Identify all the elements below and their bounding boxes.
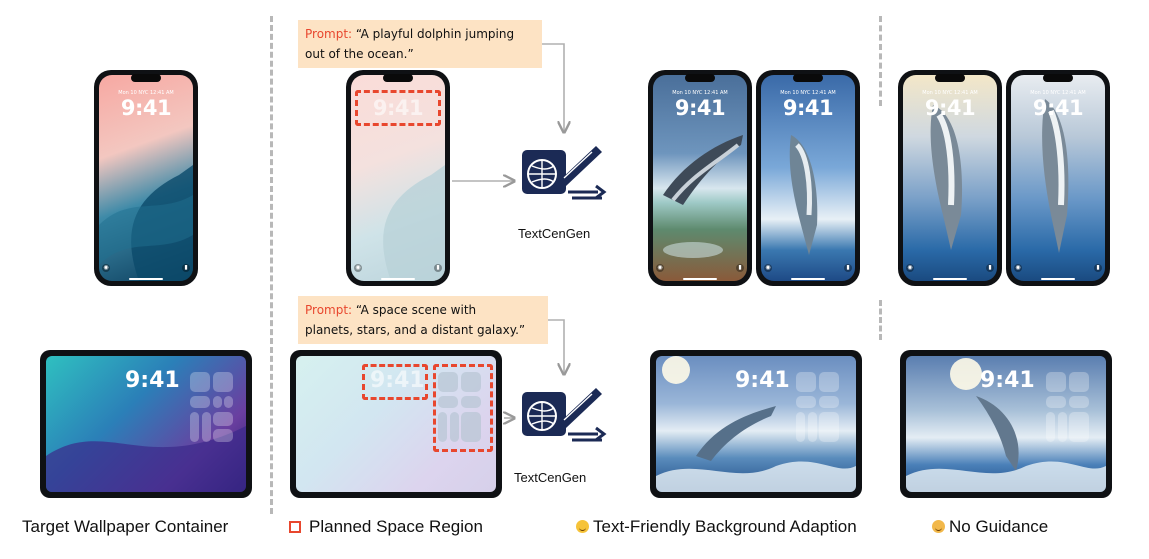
legend-planned-label: Planned Space Region	[309, 517, 483, 536]
logo-icon	[518, 382, 608, 458]
home-indicator	[683, 278, 717, 280]
dynamic-island	[1043, 74, 1073, 82]
noguide-phone-2: Mon 10 NYC 12:41 AM 9:41 ◉ ▮	[1006, 70, 1110, 286]
control-center	[1046, 372, 1090, 444]
legend-noguide-label: No Guidance	[949, 517, 1049, 536]
camera-icon: ◉	[906, 264, 914, 272]
control-center	[438, 372, 482, 444]
planned-tablet: 9:41	[290, 350, 502, 498]
target-phone: Mon 10 NYC 12:41 AM 9:41 ◉ ▮	[94, 70, 198, 286]
home-indicator	[1041, 278, 1075, 280]
friendly-phone-2: Mon 10 NYC 12:41 AM 9:41 ◉ ▮	[756, 70, 860, 286]
noguide-tablet: 9:41	[900, 350, 1112, 498]
friendly-phone-1: Mon 10 NYC 12:41 AM 9:41 ◉ ▮	[648, 70, 752, 286]
dynamic-island	[685, 74, 715, 82]
wallpaper-wave	[46, 426, 246, 492]
logo-icon	[518, 140, 608, 216]
legend-friendly: Text-Friendly Background Adaption	[576, 517, 857, 537]
tablet-time: 9:41	[735, 368, 790, 393]
lock-status: Mon 10 NYC 12:41 AM	[780, 90, 836, 96]
camera-icon: ◉	[1014, 264, 1022, 272]
camera-icon: ◉	[354, 264, 362, 272]
prompt-box-2: Prompt: “A space scene with planets, sta…	[298, 296, 548, 344]
planned-region-tablet-time	[362, 364, 428, 400]
control-center	[190, 372, 234, 444]
home-indicator	[791, 278, 825, 280]
tablet-time: 9:41	[980, 368, 1035, 393]
dynamic-island	[131, 74, 161, 82]
home-indicator	[933, 278, 967, 280]
lock-time: 9:41	[674, 96, 726, 120]
dolphin-image	[663, 135, 743, 258]
friendly-tablet: 9:41	[650, 350, 862, 498]
legend-noguide: No Guidance	[932, 517, 1048, 537]
planned-phone: 9:41 ◉ ▮	[346, 70, 450, 286]
dolphin-image	[789, 135, 818, 255]
prompt-text-line2: out of the ocean.”	[305, 47, 414, 61]
flashlight-icon: ▮	[986, 264, 994, 272]
wallpaper-wave	[383, 165, 445, 281]
dynamic-island	[793, 74, 823, 82]
dolphin-image	[930, 105, 963, 250]
legend-planned: Planned Space Region	[289, 517, 483, 537]
lock-time: 9:41	[1032, 96, 1084, 120]
lock-status: Mon 10 NYC 12:41 AM	[118, 90, 174, 96]
dolphin-image	[906, 358, 1106, 492]
camera-icon: ◉	[764, 264, 772, 272]
prompt-box-1: Prompt: “A playful dolphin jumping out o…	[298, 20, 542, 68]
lock-time: 9:41	[924, 96, 976, 120]
prompt-text-line1: “A playful dolphin jumping	[355, 27, 515, 41]
prompt-text-line1: “A space scene with	[355, 303, 477, 317]
column-divider-1	[270, 16, 273, 514]
lock-status: Mon 10 NYC 12:41 AM	[1030, 90, 1086, 96]
home-indicator	[381, 278, 415, 280]
target-tablet: 9:41	[40, 350, 252, 498]
method-label-2: TextCenGen	[514, 470, 587, 485]
lock-time: 9:41	[120, 96, 172, 120]
flashlight-icon: ▮	[1094, 264, 1102, 272]
flashlight-icon: ▮	[182, 264, 190, 272]
lock-status: Mon 10 NYC 12:41 AM	[672, 90, 728, 96]
prompt-keyword: Prompt:	[305, 303, 353, 317]
column-divider-2b	[879, 300, 882, 340]
column-divider-2	[879, 16, 882, 106]
home-indicator	[129, 278, 163, 280]
flashlight-icon: ▮	[736, 264, 744, 272]
noguide-phone-1: Mon 10 NYC 12:41 AM 9:41 ◉ ▮	[898, 70, 1002, 286]
camera-icon: ◉	[102, 264, 110, 272]
dolphin-image	[656, 356, 856, 492]
prompt-keyword: Prompt:	[305, 27, 353, 41]
dolphin-image	[1042, 99, 1069, 253]
camera-icon: ◉	[656, 264, 664, 272]
wallpaper-wave	[99, 165, 193, 281]
lock-time: 9:41	[372, 96, 424, 120]
tablet-time: 9:41	[125, 368, 180, 393]
lock-time: 9:41	[782, 96, 834, 120]
dynamic-island	[935, 74, 965, 82]
flashlight-icon: ▮	[434, 264, 442, 272]
dashed-square-icon	[289, 521, 301, 533]
prompt-text-line2: planets, stars, and a distant galaxy.”	[305, 323, 526, 337]
legend-friendly-label: Text-Friendly Background Adaption	[593, 517, 857, 536]
emoji-icon	[576, 520, 589, 533]
control-center	[796, 372, 840, 444]
lock-status: Mon 10 NYC 12:41 AM	[922, 90, 978, 96]
planned-region-phone-time	[355, 90, 441, 126]
legend-target: Target Wallpaper Container	[22, 517, 229, 536]
planned-region-control-center	[433, 364, 493, 452]
flashlight-icon: ▮	[844, 264, 852, 272]
tablet-time: 9:41	[370, 368, 425, 393]
dynamic-island	[383, 74, 413, 82]
method-label-1: TextCenGen	[518, 226, 591, 241]
emoji-icon	[932, 520, 945, 533]
